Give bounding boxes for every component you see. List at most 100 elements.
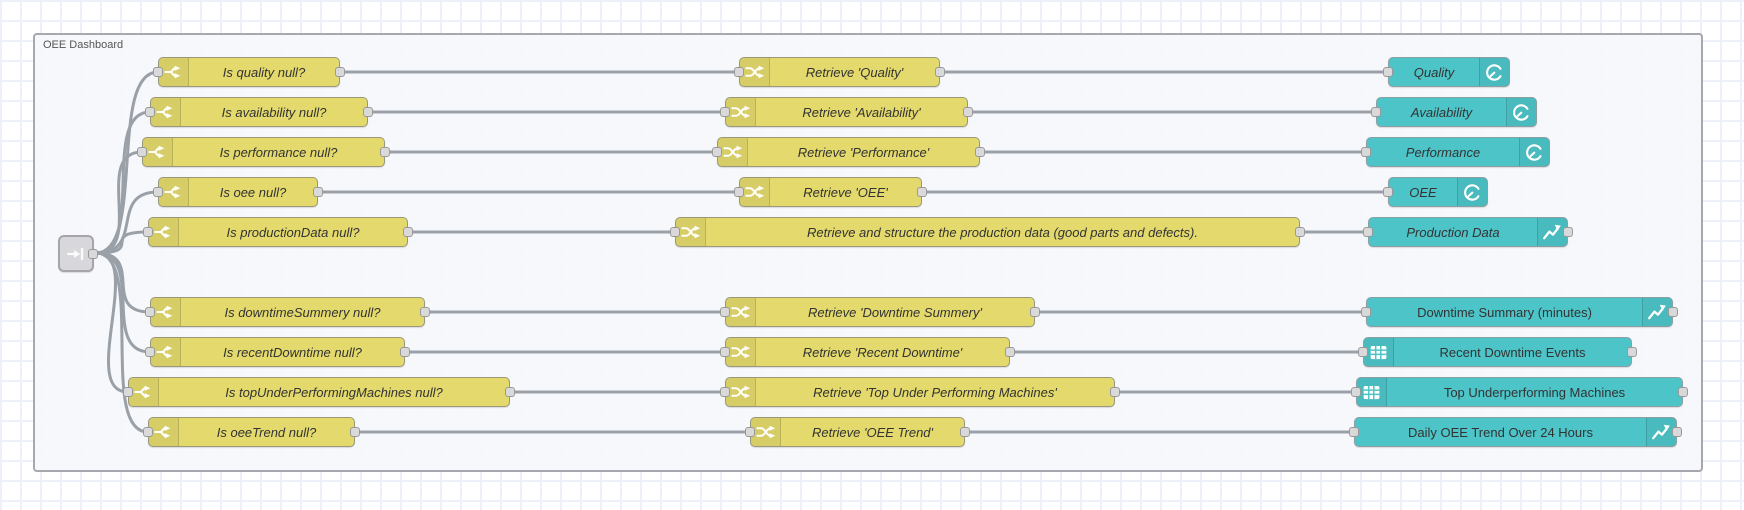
wire[interactable]: [94, 230, 150, 255]
output-port[interactable]: [350, 427, 360, 437]
gauge-icon: [1457, 178, 1487, 206]
output-port[interactable]: [1005, 347, 1015, 357]
change-node-retrieve-and-structure-the-production-data-goo[interactable]: Retrieve and structure the production da…: [670, 217, 1305, 247]
change-icon: [726, 378, 756, 406]
switch-node-is-quality-null[interactable]: Is quality null?: [153, 57, 345, 87]
output-port[interactable]: [935, 67, 945, 77]
switch-node-is-downtimesummery-null[interactable]: Is downtimeSummery null?: [145, 297, 430, 327]
node-label: Is topUnderPerformingMachines null?: [225, 384, 443, 400]
node-label: Is quality null?: [222, 64, 306, 80]
change-icon: [751, 418, 781, 446]
change-node-retrieve-recent-downtime[interactable]: Retrieve 'Recent Downtime': [720, 337, 1015, 367]
output-port[interactable]: [380, 147, 390, 157]
output-port[interactable]: [403, 227, 413, 237]
input-port[interactable]: [1383, 67, 1393, 77]
ui-chart-node-production-data[interactable]: Production Data: [1363, 217, 1573, 247]
output-port[interactable]: [917, 187, 927, 197]
node-label: Is availability null?: [221, 104, 327, 120]
input-port[interactable]: [1371, 107, 1381, 117]
switch-node-is-performance-null[interactable]: Is performance null?: [137, 137, 390, 167]
node-label: Retrieve 'Quality': [805, 64, 904, 80]
change-node-retrieve-oee[interactable]: Retrieve 'OEE': [734, 177, 927, 207]
output-port[interactable]: [1672, 427, 1682, 437]
input-port[interactable]: [1383, 187, 1393, 197]
ui-gauge-node-quality[interactable]: Quality: [1383, 57, 1510, 87]
output-port[interactable]: [963, 107, 973, 117]
input-port[interactable]: [153, 67, 163, 77]
switch-node-is-oeetrend-null[interactable]: Is oeeTrend null?: [143, 417, 360, 447]
output-port[interactable]: [363, 107, 373, 117]
ui-chart-node-downtime-summary-minutes[interactable]: Downtime Summary (minutes): [1361, 297, 1678, 327]
input-port[interactable]: [720, 387, 730, 397]
input-port[interactable]: [712, 147, 722, 157]
switch-node-is-productiondata-null[interactable]: Is productionData null?: [143, 217, 413, 247]
input-port[interactable]: [145, 107, 155, 117]
switch-icon: [149, 218, 179, 246]
output-port[interactable]: [1110, 387, 1120, 397]
output-port[interactable]: [505, 387, 515, 397]
input-port[interactable]: [745, 427, 755, 437]
change-node-retrieve-performance[interactable]: Retrieve 'Performance': [712, 137, 985, 167]
ui-gauge-node-availability[interactable]: Availability: [1371, 97, 1537, 127]
input-port[interactable]: [720, 107, 730, 117]
node-label: Downtime Summary (minutes): [1417, 304, 1592, 320]
output-port[interactable]: [960, 427, 970, 437]
output-port[interactable]: [1678, 387, 1688, 397]
output-port[interactable]: [1030, 307, 1040, 317]
switch-node-is-oee-null[interactable]: Is oee null?: [153, 177, 323, 207]
chart-icon: [1537, 218, 1567, 246]
input-port[interactable]: [143, 227, 153, 237]
ui-gauge-node-oee[interactable]: OEE: [1383, 177, 1488, 207]
input-port[interactable]: [1351, 387, 1361, 397]
output-port[interactable]: [1563, 227, 1573, 237]
switch-node-is-availability-null[interactable]: Is availability null?: [145, 97, 373, 127]
input-port[interactable]: [1349, 427, 1359, 437]
input-port[interactable]: [145, 307, 155, 317]
ui-table-node-top-underperforming-machines[interactable]: Top Underperforming Machines: [1351, 377, 1688, 407]
change-node-retrieve-quality[interactable]: Retrieve 'Quality': [734, 57, 945, 87]
switch-node-is-topunderperformingmachines-null[interactable]: Is topUnderPerformingMachines null?: [123, 377, 515, 407]
node-label: Availability: [1410, 104, 1473, 120]
output-port[interactable]: [1668, 307, 1678, 317]
output-port[interactable]: [88, 248, 98, 259]
output-port[interactable]: [335, 67, 345, 77]
input-port[interactable]: [734, 67, 744, 77]
input-port[interactable]: [137, 147, 147, 157]
change-icon: [740, 178, 770, 206]
input-port[interactable]: [1363, 227, 1373, 237]
wire[interactable]: [94, 251, 152, 354]
output-port[interactable]: [975, 147, 985, 157]
input-port[interactable]: [720, 307, 730, 317]
output-port[interactable]: [420, 307, 430, 317]
output-port[interactable]: [400, 347, 410, 357]
output-port[interactable]: [1295, 227, 1305, 237]
change-icon: [676, 218, 706, 246]
input-port[interactable]: [1361, 147, 1371, 157]
switch-node-is-recentdowntime-null[interactable]: Is recentDowntime null?: [145, 337, 410, 367]
change-node-retrieve-top-under-performing-machines[interactable]: Retrieve 'Top Under Performing Machines': [720, 377, 1120, 407]
input-port[interactable]: [720, 347, 730, 357]
input-port[interactable]: [143, 427, 153, 437]
input-port[interactable]: [1358, 347, 1368, 357]
input-port[interactable]: [145, 347, 155, 357]
link-in-node[interactable]: [58, 235, 98, 272]
input-port[interactable]: [153, 187, 163, 197]
input-port[interactable]: [670, 227, 680, 237]
wire[interactable]: [94, 190, 160, 255]
output-port[interactable]: [313, 187, 323, 197]
input-port[interactable]: [123, 387, 133, 397]
input-port[interactable]: [1361, 307, 1371, 317]
ui-chart-node-daily-oee-trend-over-24-hours[interactable]: Daily OEE Trend Over 24 Hours: [1349, 417, 1682, 447]
node-label: Is oee null?: [219, 184, 287, 200]
change-node-retrieve-downtime-summery[interactable]: Retrieve 'Downtime Summery': [720, 297, 1040, 327]
change-node-retrieve-oee-trend[interactable]: Retrieve 'OEE Trend': [745, 417, 970, 447]
output-port[interactable]: [1627, 347, 1637, 357]
change-node-retrieve-availability[interactable]: Retrieve 'Availability': [720, 97, 973, 127]
switch-icon: [151, 298, 181, 326]
wire[interactable]: [94, 251, 150, 434]
ui-gauge-node-performance[interactable]: Performance: [1361, 137, 1550, 167]
input-port[interactable]: [734, 187, 744, 197]
ui-table-node-recent-downtime-events[interactable]: Recent Downtime Events: [1358, 337, 1637, 367]
wire[interactable]: [94, 150, 144, 255]
